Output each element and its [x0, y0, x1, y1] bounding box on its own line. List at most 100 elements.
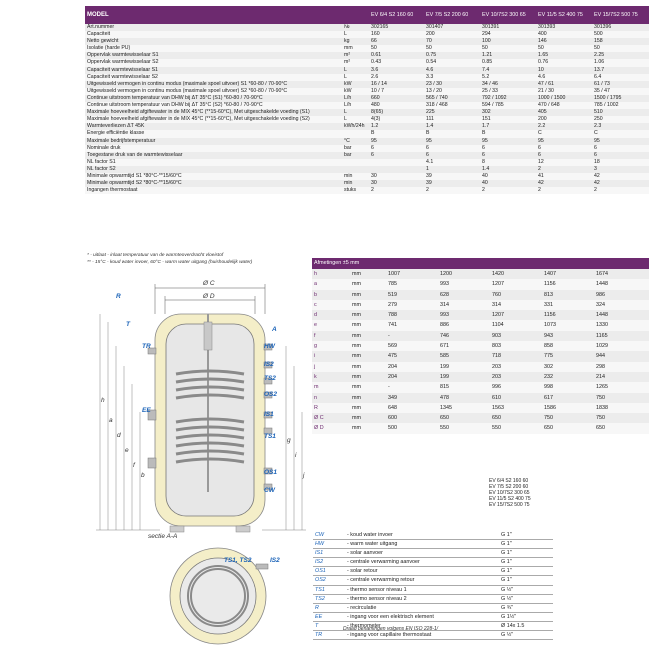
spec-value: 5.2 [481, 73, 537, 81]
legend-description: - ingang voor capillaire thermostaat [345, 630, 499, 641]
dimension-value: 1207 [490, 279, 542, 290]
spec-label: NL factor S2 [85, 165, 343, 173]
dimension-label: e [312, 320, 350, 331]
dimension-value: 1207 [490, 310, 542, 321]
spec-value: 294 [481, 31, 537, 39]
dimension-value: 1448 [594, 310, 650, 321]
dimension-value: 478 [438, 392, 490, 403]
dimension-value: 203 [490, 371, 542, 383]
dimension-value: 550 [490, 423, 542, 434]
label-TS1-TS2: TS1, TS2 [224, 557, 252, 564]
spec-value: 6 [593, 144, 649, 152]
spec-unit: bar [343, 151, 370, 159]
dimension-value: 993 [438, 279, 490, 290]
dimension-value: 886 [438, 320, 490, 331]
spec-value: 6.4 [593, 73, 649, 81]
spec-value: 0.54 [425, 59, 481, 67]
spec-value: 66 [370, 38, 425, 46]
spec-value: 500 [593, 31, 649, 39]
spec-value: 50 [537, 45, 593, 53]
dimension-value: 349 [386, 392, 438, 403]
dimension-value: 324 [594, 299, 650, 311]
spec-label: Isolatie (harde PU) [85, 45, 343, 53]
label-OS1: OS1 [264, 469, 277, 476]
dimension-value: 1104 [490, 320, 542, 331]
dim-letter: f [133, 462, 136, 469]
dimension-value: 803 [490, 341, 542, 352]
spec-value: 30 [370, 172, 425, 181]
spec-value: 3.3 [425, 73, 481, 81]
dimension-unit: mm [350, 392, 386, 403]
dimension-value: 718 [490, 351, 542, 362]
spec-value: 1 [425, 165, 481, 173]
spec-unit: kg [343, 38, 370, 46]
legend-description: - koud water invoer [345, 531, 499, 541]
spec-value: 480 [370, 102, 425, 110]
dimension-value: 1448 [594, 279, 650, 290]
spec-value: 2.25 [593, 52, 649, 60]
model-header: EV 10/7S2 300 65 [481, 6, 537, 24]
spec-label: Uitgewisseld vermogen in continu modus (… [85, 80, 343, 88]
dimension-value: 1586 [542, 402, 594, 414]
spec-value: 42 [537, 180, 593, 188]
dimension-value: 628 [438, 289, 490, 300]
spec-label: Art.nummer [85, 24, 343, 32]
spec-value: 158 [593, 38, 649, 46]
spec-value: 792 / 1092 [481, 94, 537, 103]
spec-label: Capaciteit warmtewisselaar S2 [85, 73, 343, 81]
spec-unit: kW [343, 87, 370, 95]
spec-unit: L [343, 109, 370, 117]
legend-code: IS2 [313, 557, 345, 568]
spec-value: 2.6 [370, 73, 425, 81]
spec-value: 16 / 14 [370, 80, 425, 88]
section-label: sectie A-A [148, 533, 177, 540]
legend-description: - solar aanvoer [345, 548, 499, 559]
legend-description: - centrale verwarming aanvoer [345, 557, 499, 568]
spec-value: 95 [537, 137, 593, 145]
spec-label: Continue uitstroom temperatuur van DHW b… [85, 102, 343, 110]
spec-value [370, 165, 425, 173]
spec-unit: min [343, 180, 370, 188]
legend-thread: G 1" [499, 548, 553, 559]
dim-letter: e [125, 447, 129, 454]
dimension-value: 671 [438, 341, 490, 352]
spec-value: 61 / 73 [593, 80, 649, 88]
spec-value: 4.6 [425, 66, 481, 74]
spec-value: 470 / 648 [537, 102, 593, 110]
dimension-label: f [312, 330, 350, 342]
spec-value: 0.85 [481, 59, 537, 67]
spec-value: 660 [370, 94, 425, 103]
dimension-unit: mm [350, 351, 386, 362]
spec-value: 6 [370, 144, 425, 152]
dimensions-header-row: Afmetingen ±5 mm [312, 258, 650, 269]
spec-value: 2 [537, 187, 593, 195]
dimension-value: 199 [438, 361, 490, 372]
legend-code: TR [313, 630, 345, 641]
dimension-value: 1165 [594, 330, 650, 342]
spec-unit: stuks [343, 187, 370, 195]
spec-value: 6 [537, 151, 593, 159]
spec-label: Uitgewisseld vermogen in continu modus (… [85, 87, 343, 95]
spec-row: Uitgewisseld vermogen in continu modus (… [85, 87, 649, 95]
dimension-value: 1407 [542, 269, 594, 280]
dimension-value: 314 [490, 299, 542, 311]
label-IS2: IS2 [264, 361, 274, 368]
dimension-value: 650 [594, 423, 650, 434]
spec-label: Minimale opwarmtijd S2 *80°C-**15/60°C [85, 180, 343, 188]
dimension-label: a [312, 279, 350, 290]
dimension-value: 1200 [438, 269, 490, 280]
spec-row: Maximale hoeveelheid afgiftewater in de … [85, 109, 649, 117]
